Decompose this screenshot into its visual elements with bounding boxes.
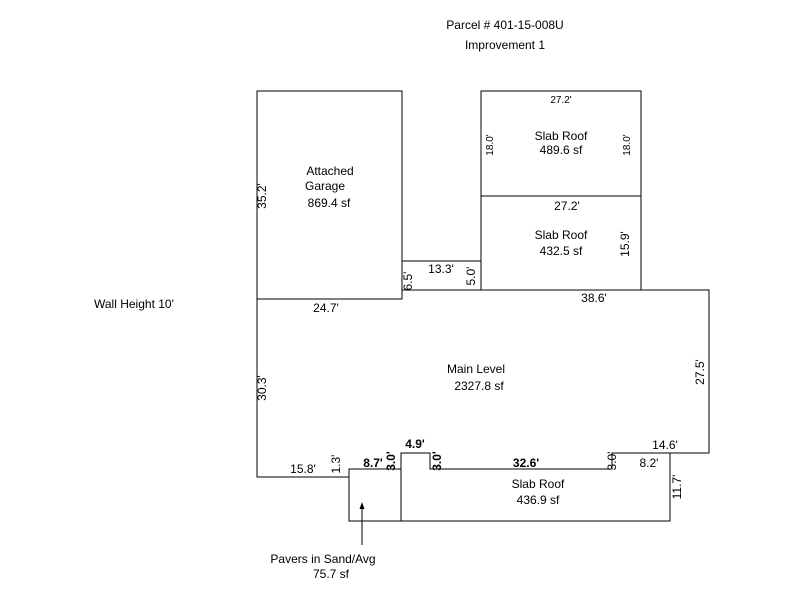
garage-label-line1: Attached — [306, 164, 354, 178]
dim-notch-a-height: 3.0' — [384, 451, 398, 471]
slab-bottom-label: Slab Roof — [511, 477, 565, 491]
dim-slab-mid-width: 27.2' — [554, 199, 580, 213]
dim-connector-top: 13.3' — [428, 262, 454, 276]
dim-main-right: 27.5' — [693, 359, 707, 385]
dim-notch-b-height: 3.0' — [430, 451, 444, 471]
pavers-area: 75.7 sf — [312, 567, 350, 581]
dim-slab-bottom-right: 11.7' — [670, 474, 684, 500]
dim-main-top: 38.6' — [581, 291, 607, 305]
slab-top-label: Slab Roof — [534, 129, 588, 143]
pavers-outline — [348, 468, 402, 522]
dim-notch-c-width: 8.2' — [639, 456, 659, 470]
main-level-area: 2327.8 sf — [454, 379, 504, 393]
dim-main-bottom-left: 15.8' — [290, 462, 316, 476]
slab-bottom-area: 436.9 sf — [516, 493, 560, 507]
dim-main-left: 30.3' — [255, 375, 269, 401]
garage-area: 869.4 sf — [307, 196, 351, 210]
dim-garage-bottom: 24.7' — [313, 301, 339, 315]
dim-notch-a: 8.7' — [363, 456, 383, 470]
dim-garage-step: 6.5' — [401, 271, 415, 291]
dim-slab-mid-right: 15.9' — [618, 231, 632, 257]
garage-outline — [256, 90, 403, 300]
slab-mid-area: 432.5 sf — [539, 244, 583, 258]
slab-top-area: 489.6 sf — [539, 143, 583, 157]
dim-small-step: 1.3' — [329, 454, 343, 474]
dim-slab-top-width: 27.2' — [550, 95, 572, 106]
dim-notch-top: 4.9' — [405, 437, 425, 451]
slab-mid-label: Slab Roof — [534, 228, 588, 242]
dim-slab-top-right: 18.0' — [622, 134, 633, 156]
dim-connector-right: 5.0' — [464, 266, 478, 286]
dim-notch-c-height: 3.0' — [605, 451, 619, 471]
dim-middle-bottom: 32.6' — [512, 456, 540, 470]
connector-outline — [401, 260, 482, 299]
pavers-pointer-head — [359, 502, 365, 509]
improvement-label: Improvement 1 — [464, 38, 546, 52]
dim-slab-top-left: 18.0' — [485, 134, 496, 156]
dim-right-step: 14.6' — [652, 438, 678, 452]
parcel-number: Parcel # 401-15-008U — [446, 18, 564, 32]
pavers-label: Pavers in Sand/Avg — [270, 552, 376, 566]
wall-height-label: Wall Height 10' — [94, 297, 174, 311]
garage-label-line2: Garage — [304, 179, 346, 193]
main-level-label: Main Level — [446, 362, 506, 376]
dim-garage-left: 35.2' — [255, 183, 269, 209]
